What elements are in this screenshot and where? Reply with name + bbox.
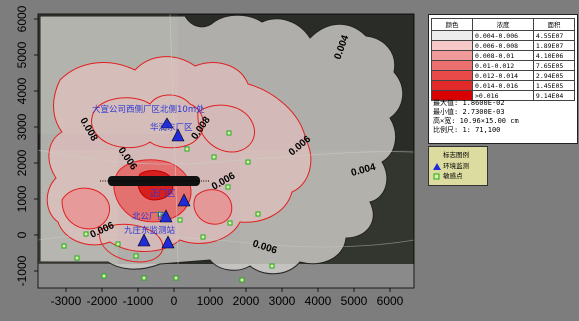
monitoring-stations xyxy=(137,117,191,249)
legend-area: 4.55E07 xyxy=(532,30,576,41)
legend-swatch xyxy=(431,60,473,71)
legend-stat-size: 高×宽: 10.96×15.00 cm xyxy=(433,117,519,125)
map-label: 正门区 xyxy=(150,188,176,199)
green-square-icon xyxy=(433,173,440,179)
map-label: 大宣公司西侧厂区北侧10m处 xyxy=(92,104,205,115)
contour-fill-0006 xyxy=(46,56,312,252)
map-label: 北公厂区 xyxy=(132,212,167,222)
marker-legend-title: 标志图例 xyxy=(443,151,469,159)
legend-area: 1.45E05 xyxy=(532,80,576,91)
road xyxy=(38,149,414,165)
contour-line-north xyxy=(91,94,204,149)
legend-area: 1.89E07 xyxy=(532,40,576,51)
contour-line-northeast xyxy=(197,104,255,153)
legend-range: 0.004-0.006 xyxy=(472,30,534,41)
road xyxy=(169,14,179,265)
x-tick-label: -2000 xyxy=(87,294,118,308)
y-tick-label: 1000 xyxy=(15,185,29,212)
x-tick-label: 5000 xyxy=(341,294,368,308)
y-tick-label: 5000 xyxy=(15,41,29,68)
y-tick-label: 6000 xyxy=(15,5,29,32)
contour-fill-0008-west xyxy=(61,187,111,230)
x-tick-label: 4000 xyxy=(305,294,332,308)
legend-range: 0.008-0.01 xyxy=(472,50,534,61)
x-tick-label: 0 xyxy=(171,294,178,308)
axis-ticks xyxy=(34,18,391,292)
y-tick-label: 2000 xyxy=(15,149,29,176)
blue-triangle-icon xyxy=(433,162,441,170)
legend-area: 2.94E05 xyxy=(532,70,576,81)
legend-stat-max: 最大值: 1.8600E-02 xyxy=(433,99,505,107)
legend-swatch xyxy=(431,70,473,81)
road xyxy=(38,234,414,248)
legend-swatch xyxy=(431,30,473,41)
x-tick-label: -3000 xyxy=(51,294,82,308)
legend-swatch xyxy=(431,80,473,91)
legend-header-area: 面积 xyxy=(532,18,576,31)
y-tick-label: 0 xyxy=(15,231,29,238)
legend-swatch xyxy=(431,90,473,101)
contour-fill-0008-east xyxy=(193,189,233,225)
legend-header-range: 浓度 xyxy=(472,18,534,31)
legend-area: 9.14E04 xyxy=(532,90,576,101)
x-tick-label: 2000 xyxy=(233,294,260,308)
legend-area: 7.65E05 xyxy=(532,60,576,71)
marker-legend: 标志图例 环境监测 敏感点 xyxy=(428,146,488,186)
legend-range: 0.012-0.014 xyxy=(472,70,534,81)
legend-area: 4.10E06 xyxy=(532,50,576,61)
legend-stat-scale: 比例尺: 1: 71,100 xyxy=(433,126,501,134)
legend-range: 0.006-0.008 xyxy=(472,40,534,51)
sensitive-points xyxy=(61,130,275,283)
marker-legend-sensitive: 敏感点 xyxy=(433,170,463,180)
map-plot: 大宣公司西侧厂区北侧10m处 华润东厂区 正门区 北公厂区 九庄东监测站 0.0… xyxy=(15,5,415,308)
x-tick-label: 6000 xyxy=(377,294,404,308)
legend-range: 0.01-0.012 xyxy=(472,60,534,71)
y-tick-label: -1000 xyxy=(15,255,29,286)
marker-legend-monitor: 环境监测 xyxy=(433,160,469,170)
map-label: 九庄东监测站 xyxy=(124,225,176,236)
contour-line-south xyxy=(99,223,164,263)
map-label: 华润东厂区 xyxy=(150,122,193,133)
legend-range: 0.014-0.016 xyxy=(472,80,534,91)
y-tick-label: 4000 xyxy=(15,77,29,104)
y-tick-label: 3000 xyxy=(15,113,29,140)
x-tick-label: 1000 xyxy=(197,294,224,308)
legend-swatch xyxy=(431,50,473,61)
legend-stat-min: 最小值: 2.7300E-03 xyxy=(433,108,505,116)
legend-header-color: 颜色 xyxy=(431,18,473,31)
x-tick-label: 3000 xyxy=(269,294,296,308)
emission-source-line xyxy=(108,176,200,186)
legend-swatch xyxy=(431,40,473,51)
x-tick-label: -1000 xyxy=(123,294,154,308)
